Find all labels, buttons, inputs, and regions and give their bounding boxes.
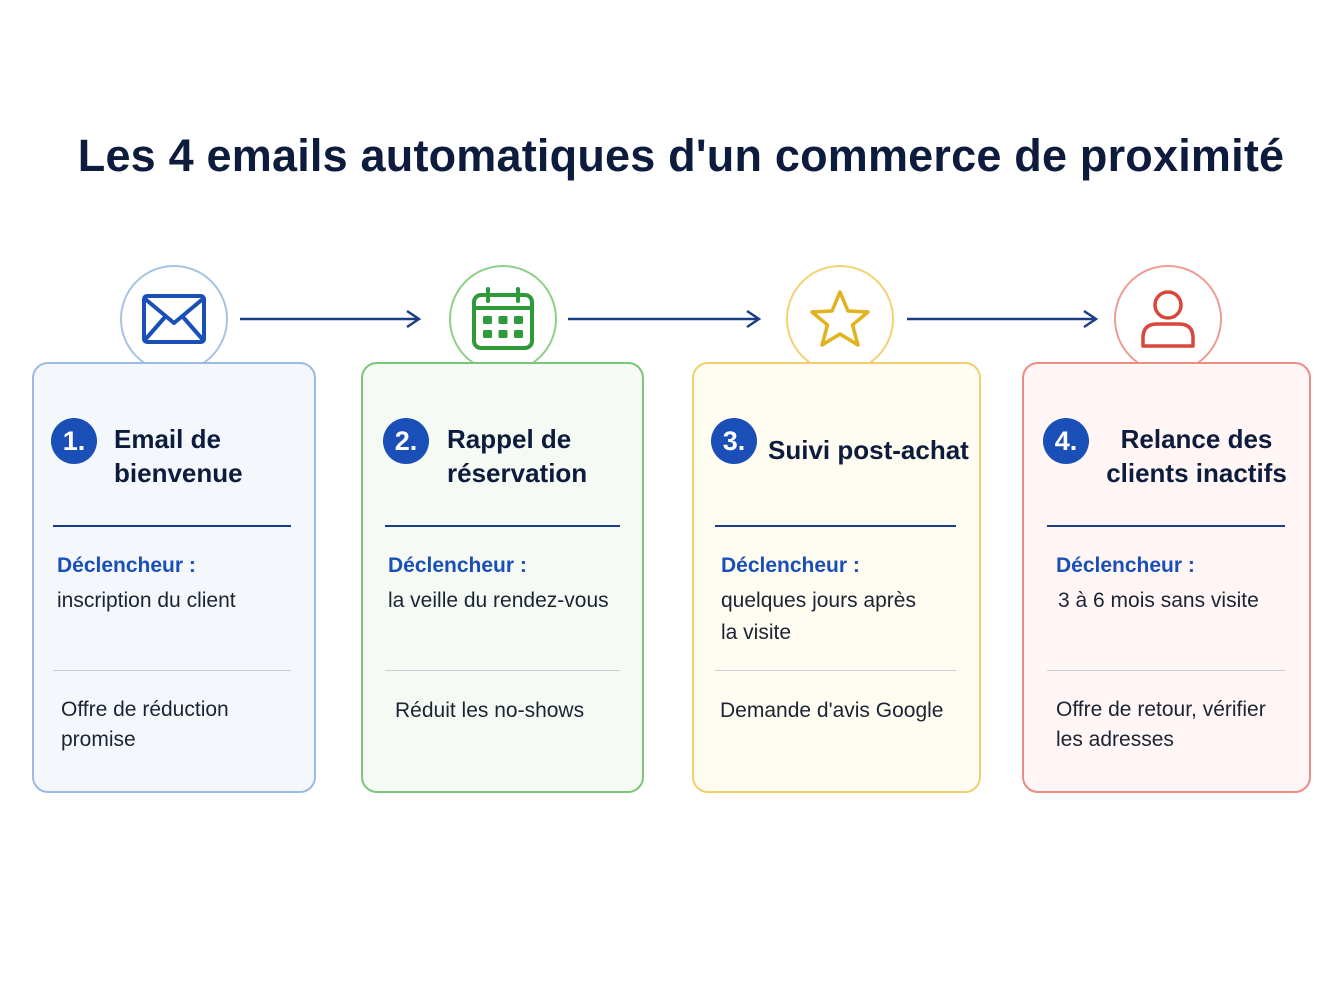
result-text: Offre de retour, vérifier les adresses (1056, 698, 1266, 751)
step-number-badge: 3. (711, 418, 757, 464)
divider (385, 670, 620, 671)
trigger-label: Déclencheur : (721, 554, 860, 577)
envelope-icon (142, 294, 206, 344)
arrow-icon (907, 309, 1099, 329)
trigger-label: Déclencheur : (1056, 554, 1195, 577)
divider (53, 670, 291, 671)
step-1-icon-circle (120, 265, 228, 373)
divider (1047, 525, 1285, 527)
divider (385, 525, 620, 527)
trigger-label: Déclencheur : (57, 554, 196, 577)
trigger-label: Déclencheur : (388, 554, 527, 577)
divider (715, 670, 956, 671)
divider (53, 525, 291, 527)
user-icon (1141, 290, 1195, 348)
step-number-badge: 4. (1043, 418, 1089, 464)
result-text: Réduit les no-shows (395, 699, 585, 722)
result-text: Offre de réduction promise (61, 698, 229, 751)
result-text: Demande d'avis Google (720, 699, 944, 722)
step-title: Suivi post-achat (768, 435, 969, 465)
trigger-text: quelques jours après la visite (721, 589, 916, 644)
step-title: Rappel de réservation (447, 424, 588, 488)
step-title: Relance des clients inactifs (1106, 424, 1287, 488)
step-2-icon-circle (449, 265, 557, 373)
trigger-text: 3 à 6 mois sans visite (1058, 589, 1259, 612)
divider (1047, 670, 1285, 671)
page-title: Les 4 emails automatiques d'un commerce … (77, 130, 1285, 181)
step-title: Email de bienvenue (114, 424, 243, 488)
step-number-badge: 2. (383, 418, 429, 464)
step-4-icon-circle (1114, 265, 1222, 373)
trigger-text: la veille du rendez-vous (388, 589, 609, 612)
calendar-icon (472, 287, 534, 350)
star-icon (810, 290, 870, 347)
step-3-icon-circle (786, 265, 894, 373)
step-number-badge: 1. (51, 418, 97, 464)
arrow-icon (568, 309, 762, 329)
arrow-icon (240, 309, 422, 329)
divider (715, 525, 956, 527)
trigger-text: inscription du client (57, 589, 236, 612)
